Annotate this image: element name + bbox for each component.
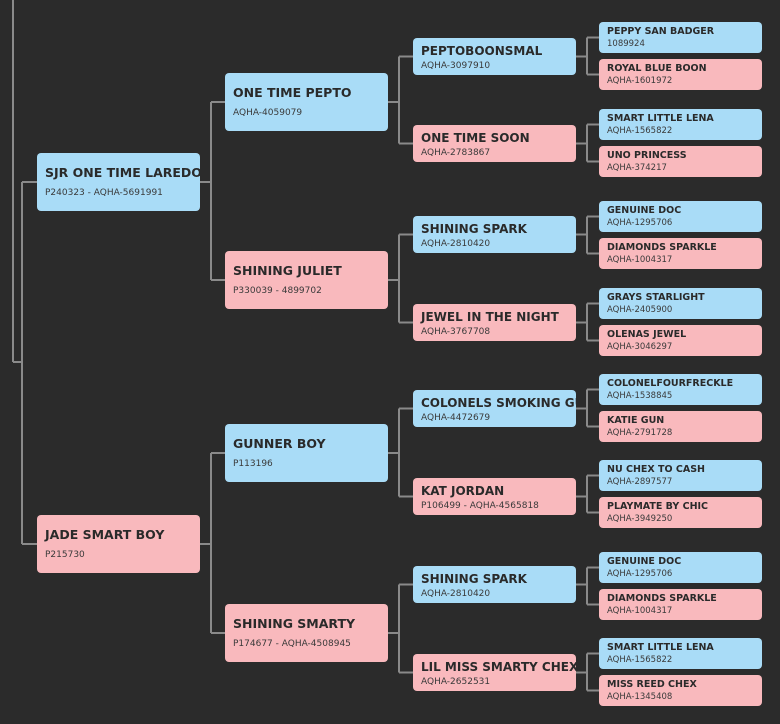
registration-number: P174677 - AQHA-4508945 — [233, 639, 351, 649]
horse-name: GENUINE DOC — [607, 556, 682, 567]
pedigree-node-g4-14[interactable]: SMART LITTLE LENA AQHA-1565822 — [599, 638, 762, 669]
horse-name: JEWEL IN THE NIGHT — [421, 310, 559, 324]
pedigree-node-g2-0[interactable]: ONE TIME PEPTO AQHA-4059079 — [225, 73, 388, 131]
pedigree-node-g3-0[interactable]: PEPTOBOONSMAL AQHA-3097910 — [413, 38, 576, 75]
pedigree-node-g4-5[interactable]: DIAMONDS SPARKLE AQHA-1004317 — [599, 238, 762, 269]
registration-number: AQHA-1538845 — [607, 391, 673, 401]
registration-number: AQHA-3046297 — [607, 342, 673, 352]
pedigree-node-g4-1[interactable]: ROYAL BLUE BOON AQHA-1601972 — [599, 59, 762, 90]
registration-number: AQHA-2810420 — [421, 239, 491, 249]
registration-number: P330039 - 4899702 — [233, 286, 322, 296]
horse-name: UNO PRINCESS — [607, 150, 687, 161]
horse-name: SMART LITTLE LENA — [607, 642, 714, 653]
pedigree-node-g3-2[interactable]: SHINING SPARK AQHA-2810420 — [413, 216, 576, 253]
pedigree-node-g3-3[interactable]: JEWEL IN THE NIGHT AQHA-3767708 — [413, 304, 576, 341]
registration-number: AQHA-2897577 — [607, 477, 673, 487]
pedigree-node-g4-13[interactable]: DIAMONDS SPARKLE AQHA-1004317 — [599, 589, 762, 620]
horse-name: SHINING JULIET — [233, 263, 342, 278]
horse-name: GRAYS STARLIGHT — [607, 292, 705, 303]
registration-number: AQHA-3097910 — [421, 61, 491, 71]
pedigree-node-g4-2[interactable]: SMART LITTLE LENA AQHA-1565822 — [599, 109, 762, 140]
registration-number: AQHA-1601972 — [607, 76, 673, 86]
horse-name: OLENAS JEWEL — [607, 329, 687, 340]
registration-number: AQHA-2783867 — [421, 148, 491, 158]
pedigree-node-g4-8[interactable]: COLONELFOURFRECKLE AQHA-1538845 — [599, 374, 762, 405]
registration-number: AQHA-1565822 — [607, 655, 673, 665]
horse-name: DIAMONDS SPARKLE — [607, 593, 717, 604]
registration-number: AQHA-2791728 — [607, 428, 673, 438]
registration-number: P240323 - AQHA-5691991 — [45, 188, 163, 198]
registration-number: AQHA-1565822 — [607, 126, 673, 136]
pedigree-node-g4-11[interactable]: PLAYMATE BY CHIC AQHA-3949250 — [599, 497, 762, 528]
pedigree-node-g2-1[interactable]: SHINING JULIET P330039 - 4899702 — [225, 251, 388, 309]
registration-number: AQHA-1295706 — [607, 569, 673, 579]
pedigree-node-g3-5[interactable]: KAT JORDAN P106499 - AQHA-4565818 — [413, 478, 576, 515]
horse-name: ONE TIME SOON — [421, 131, 530, 145]
pedigree-node-g4-0[interactable]: PEPPY SAN BADGER 1089924 — [599, 22, 762, 53]
horse-name: SMART LITTLE LENA — [607, 113, 714, 124]
registration-number: AQHA-2810420 — [421, 589, 491, 599]
pedigree-node-g3-7[interactable]: LIL MISS SMARTY CHEX AQHA-2652531 — [413, 654, 576, 691]
horse-name: MISS REED CHEX — [607, 679, 697, 690]
horse-name: KATIE GUN — [607, 415, 665, 426]
registration-number: AQHA-3949250 — [607, 514, 673, 524]
pedigree-node-g4-15[interactable]: MISS REED CHEX AQHA-1345408 — [599, 675, 762, 706]
pedigree-node-g4-3[interactable]: UNO PRINCESS AQHA-374217 — [599, 146, 762, 177]
horse-name: DIAMONDS SPARKLE — [607, 242, 717, 253]
registration-number: AQHA-1004317 — [607, 606, 673, 616]
pedigree-node-g4-7[interactable]: OLENAS JEWEL AQHA-3046297 — [599, 325, 762, 356]
horse-name: GUNNER BOY — [233, 436, 326, 451]
horse-name: PEPPY SAN BADGER — [607, 26, 715, 37]
pedigree-node-g4-4[interactable]: GENUINE DOC AQHA-1295706 — [599, 201, 762, 232]
horse-name: NU CHEX TO CASH — [607, 464, 705, 475]
horse-name: COLONELS SMOKING GU — [421, 396, 576, 410]
horse-name: KAT JORDAN — [421, 484, 505, 498]
registration-number: AQHA-1345408 — [607, 692, 673, 702]
pedigree-node-g3-1[interactable]: ONE TIME SOON AQHA-2783867 — [413, 125, 576, 162]
pedigree-node-g4-10[interactable]: NU CHEX TO CASH AQHA-2897577 — [599, 460, 762, 491]
horse-name: PEPTOBOONSMAL — [421, 44, 543, 58]
pedigree-node-g2-3[interactable]: SHINING SMARTY P174677 - AQHA-4508945 — [225, 604, 388, 662]
horse-name: SHINING SMARTY — [233, 616, 356, 631]
pedigree-node-g4-9[interactable]: KATIE GUN AQHA-2791728 — [599, 411, 762, 442]
registration-number: 1089924 — [607, 39, 645, 49]
pedigree-node-g3-4[interactable]: COLONELS SMOKING GU AQHA-4472679 — [413, 390, 576, 427]
registration-number: AQHA-1295706 — [607, 218, 673, 228]
horse-name: JADE SMART BOY — [45, 527, 165, 542]
pedigree-node-g2-2[interactable]: GUNNER BOY P113196 — [225, 424, 388, 482]
pedigree-node-g3-6[interactable]: SHINING SPARK AQHA-2810420 — [413, 566, 576, 603]
horse-name: GENUINE DOC — [607, 205, 682, 216]
horse-name: SHINING SPARK — [421, 572, 527, 586]
horse-name: LIL MISS SMARTY CHEX — [421, 660, 576, 674]
registration-number: AQHA-3767708 — [421, 327, 491, 337]
pedigree-node-g4-6[interactable]: GRAYS STARLIGHT AQHA-2405900 — [599, 288, 762, 319]
horse-name: SHINING SPARK — [421, 222, 527, 236]
registration-number: AQHA-2652531 — [421, 677, 491, 687]
registration-number: AQHA-4472679 — [421, 413, 491, 423]
pedigree-node-sire[interactable]: SJR ONE TIME LAREDO P240323 - AQHA-569199… — [37, 153, 200, 211]
pedigree-node-dam[interactable]: JADE SMART BOY P215730 — [37, 515, 200, 573]
horse-name: PLAYMATE BY CHIC — [607, 501, 709, 512]
registration-number: AQHA-374217 — [607, 163, 667, 173]
registration-number: P106499 - AQHA-4565818 — [421, 501, 539, 511]
pedigree-node-g4-12[interactable]: GENUINE DOC AQHA-1295706 — [599, 552, 762, 583]
registration-number: P215730 — [45, 550, 85, 560]
registration-number: AQHA-4059079 — [233, 108, 303, 118]
horse-name: ONE TIME PEPTO — [233, 85, 352, 100]
registration-number: AQHA-1004317 — [607, 255, 673, 265]
horse-name: SJR ONE TIME LAREDO — [45, 165, 200, 180]
horse-name: ROYAL BLUE BOON — [607, 63, 707, 74]
registration-number: P113196 — [233, 459, 273, 469]
horse-name: COLONELFOURFRECKLE — [607, 378, 734, 389]
registration-number: AQHA-2405900 — [607, 305, 673, 315]
